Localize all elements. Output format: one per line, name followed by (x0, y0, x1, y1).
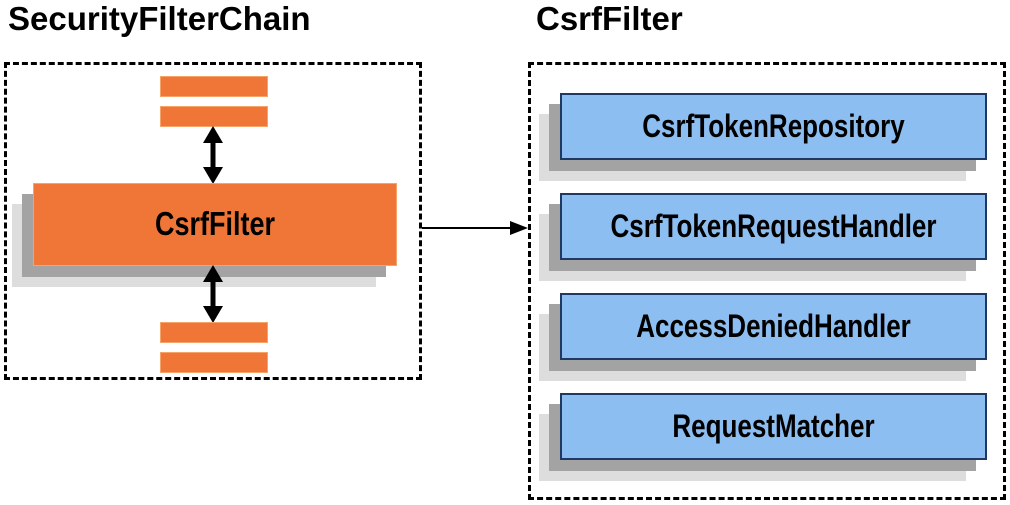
filter-placeholder-bar-bottom-1 (160, 322, 268, 343)
csrf-token-request-handler-box: CsrfTokenRequestHandler (560, 193, 987, 260)
filter-placeholder-bar-top-2 (160, 106, 268, 127)
filter-placeholder-bar-bottom-2 (160, 352, 268, 373)
bidirectional-arrow-icon-top (203, 126, 223, 184)
csrf-token-repository-box: CsrfTokenRepository (560, 93, 987, 160)
component-label: CsrfTokenRequestHandler (610, 207, 937, 245)
component-label: AccessDeniedHandler (636, 307, 911, 345)
csrf-filter-box-label: CsrfFilter (154, 205, 276, 243)
filter-placeholder-bar-top-1 (160, 76, 268, 97)
security-filter-chain-title: SecurityFilterChain (8, 0, 311, 37)
access-denied-handler-box: AccessDeniedHandler (560, 293, 987, 360)
csrf-filter-title: CsrfFilter (536, 0, 683, 37)
security-filter-chain-container (4, 62, 422, 380)
flow-arrow-icon (422, 221, 528, 235)
csrf-filter-container (528, 62, 1006, 500)
bidirectional-arrow-icon-bottom (203, 265, 223, 323)
request-matcher-box: RequestMatcher (560, 393, 987, 460)
component-label: RequestMatcher (672, 407, 875, 445)
component-label: CsrfTokenRepository (642, 107, 905, 145)
csrf-filter-box: CsrfFilter (33, 183, 397, 266)
